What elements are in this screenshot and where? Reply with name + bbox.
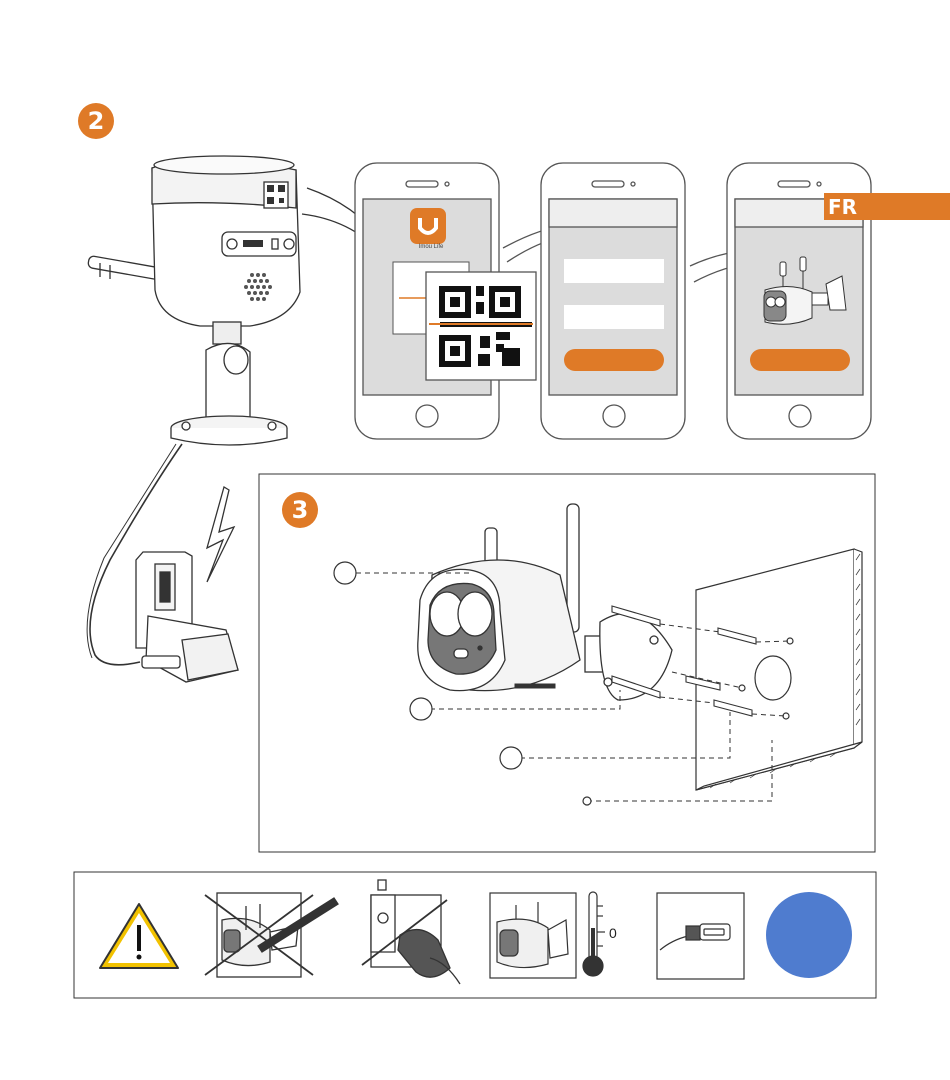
step-2-badge: 2: [78, 103, 114, 139]
power-adapter-illustration: [136, 552, 238, 682]
no-spray-cleaning-icon: [362, 880, 460, 984]
electricity-bolt-icon: [207, 487, 234, 582]
step-3-badge: 3: [282, 492, 318, 528]
login-field-1: [564, 259, 664, 283]
no-disassembly-icon: [205, 893, 338, 977]
phone-2: [541, 163, 685, 439]
info-circle-icon: [766, 892, 852, 978]
safety-icons-frame: [74, 872, 876, 998]
callout-camera: [334, 562, 356, 584]
warning-icon: [100, 904, 178, 968]
imou-app-icon: [410, 208, 446, 244]
camera-stand-illustration: [87, 156, 300, 665]
callout-screws: [500, 747, 522, 769]
usb-cable-icon: [657, 893, 744, 979]
callout-bracket: [410, 698, 432, 720]
confirm-button: [750, 349, 850, 371]
app-name-label: Imou Life: [411, 244, 451, 250]
login-button: [564, 349, 664, 371]
language-tab: FR: [824, 193, 950, 220]
callout-drill-holes: [583, 797, 591, 805]
temperature-icon: [490, 892, 605, 978]
login-field-2: [564, 305, 664, 329]
camera-assembly: [418, 504, 672, 700]
thermometer-zero-label: 0: [609, 925, 617, 941]
wall-panel: [696, 549, 862, 790]
